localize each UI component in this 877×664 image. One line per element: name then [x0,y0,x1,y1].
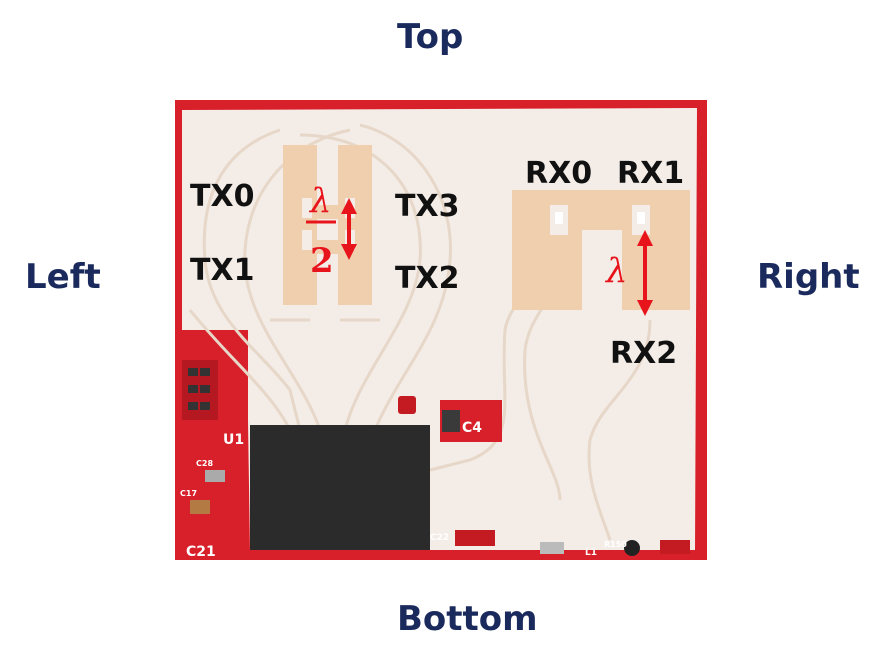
silk-c21: C21 [186,544,216,560]
smd-components [182,360,690,556]
tx-spacing-lambda: λ [308,181,332,221]
radar-chip [250,425,430,560]
silk-c17: C17 [180,489,197,498]
label-top: Top [397,17,464,57]
label-tx0: TX0 [190,179,254,214]
label-right: Right [757,257,860,297]
silk-r150: R150 [604,540,627,549]
tx-spacing-divisor: 2 [310,241,334,281]
label-tx1: TX1 [190,253,254,288]
silk-l1: L1 [585,548,597,558]
silk-u1: U1 [223,432,244,448]
label-rx1: RX1 [617,156,684,191]
silk-c28: C28 [196,459,213,468]
label-tx3: TX3 [395,189,459,224]
rx-spacing-lambda: λ [604,251,628,291]
silk-c4: C4 [462,420,482,436]
label-bottom: Bottom [397,599,538,639]
silk-c22: C22 [430,533,449,543]
label-left: Left [25,257,101,297]
label-rx2: RX2 [610,336,677,371]
label-tx2: TX2 [395,261,459,296]
rx-patch-array [512,190,690,310]
label-rx0: RX0 [525,156,592,191]
